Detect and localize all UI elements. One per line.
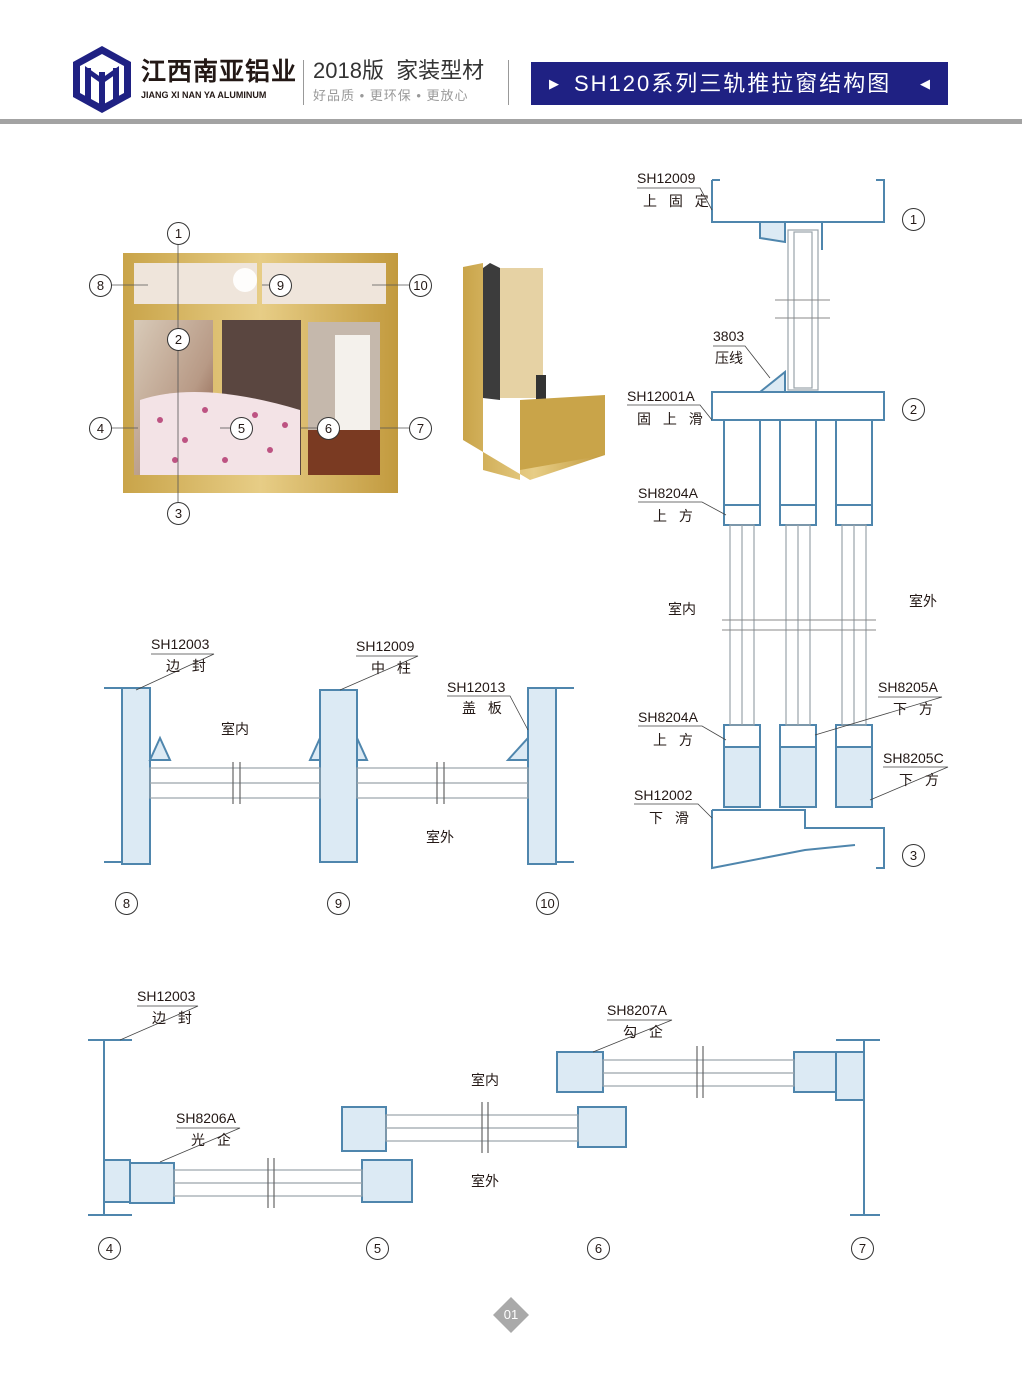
- part-name: 压线: [715, 350, 743, 366]
- brand-name-cn: 江西南亚铝业: [141, 58, 298, 86]
- part-code: SH8204A: [638, 709, 698, 725]
- part-name: 勾 企: [623, 1024, 667, 1040]
- part-code: SH8205C: [883, 750, 944, 766]
- indoor-label: 室内: [221, 721, 249, 737]
- profile-3d-render: [463, 263, 605, 480]
- transom-glass: [149, 762, 529, 804]
- part-name: 上 方: [653, 732, 697, 748]
- part-code: SH8205A: [878, 679, 938, 695]
- callout-5: 5: [366, 1237, 389, 1260]
- callout-9: 9: [269, 274, 292, 297]
- part-name: 边 封: [152, 1010, 196, 1026]
- slogan-text: 好品质 • 更环保 • 更放心: [313, 88, 469, 103]
- triangle-left-icon: ◀: [920, 76, 932, 91]
- callout-10: 10: [409, 274, 432, 297]
- sash-section: [88, 1039, 880, 1216]
- triangle-right-icon: ▶: [549, 76, 561, 91]
- callout-1: 1: [167, 222, 190, 245]
- part-code: SH8207A: [607, 1002, 667, 1018]
- part-name: 下 方: [893, 701, 937, 717]
- part-code: SH8204A: [638, 485, 698, 501]
- part-code: 3803: [713, 328, 745, 344]
- callout-2: 2: [167, 328, 190, 351]
- callout-2: 2: [902, 398, 925, 421]
- outdoor-label: 室外: [471, 1173, 499, 1189]
- part-name: 下 方: [899, 772, 943, 788]
- callout-1: 1: [902, 208, 925, 231]
- divider: [508, 60, 509, 105]
- part-name: 上 方: [653, 508, 697, 524]
- part-name: 中 柱: [371, 660, 415, 676]
- callout-10: 10: [536, 892, 559, 915]
- callout-5: 5: [230, 417, 253, 440]
- callout-6: 6: [587, 1237, 610, 1260]
- brand-name-en: JIANG XI NAN YA ALUMINUM: [141, 90, 267, 100]
- part-name: 固 上 滑: [637, 411, 707, 427]
- callout-7: 7: [851, 1237, 874, 1260]
- part-code: SH12003: [137, 988, 196, 1004]
- edition-text: 2018版 家装型材: [313, 58, 485, 83]
- photo-leader-lines: [111, 244, 409, 502]
- divider: [303, 60, 304, 105]
- callout-9: 9: [327, 892, 350, 915]
- outdoor-label: 室外: [909, 593, 937, 609]
- part-name: 下 滑: [649, 810, 693, 826]
- sash-glass: [173, 1046, 795, 1208]
- vertical-section-leaders: [627, 187, 949, 819]
- transom-section: [104, 687, 574, 865]
- part-code: SH12003: [151, 636, 210, 652]
- page-title-banner: ▶ SH120系列三轨推拉窗结构图 ◀: [531, 62, 948, 105]
- callout-4: 4: [98, 1237, 121, 1260]
- part-code: SH8206A: [176, 1110, 236, 1126]
- part-name: 盖 板: [462, 700, 506, 716]
- vertical-section: [711, 179, 885, 870]
- outdoor-label: 室外: [426, 829, 454, 845]
- page-number: 01: [503, 1307, 519, 1322]
- indoor-label: 室内: [471, 1072, 499, 1088]
- window-photo: [123, 253, 398, 493]
- indoor-label: 室内: [668, 601, 696, 617]
- part-code: SH12002: [634, 787, 693, 803]
- header-rule: [0, 119, 1022, 124]
- callout-3: 3: [167, 502, 190, 525]
- page-number-badge: [493, 1297, 529, 1333]
- page-title: SH120系列三轨推拉窗结构图: [574, 71, 892, 96]
- callout-6: 6: [317, 417, 340, 440]
- callout-4: 4: [89, 417, 112, 440]
- callout-7: 7: [409, 417, 432, 440]
- part-code: SH12001A: [627, 388, 695, 404]
- callout-8: 8: [89, 274, 112, 297]
- callout-8: 8: [115, 892, 138, 915]
- part-name: 光 企: [191, 1132, 235, 1148]
- part-name: 边 封: [166, 658, 210, 674]
- part-code: SH12009: [356, 638, 415, 654]
- part-name: 上 固 定: [643, 193, 713, 209]
- callout-3: 3: [902, 844, 925, 867]
- part-code: SH12013: [447, 679, 506, 695]
- part-code: SH12009: [637, 170, 696, 186]
